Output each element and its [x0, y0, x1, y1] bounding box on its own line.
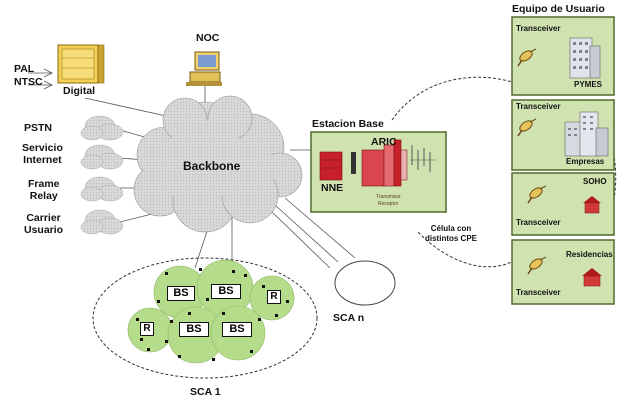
transceiver-label-empresas: Transceiver — [516, 102, 561, 111]
receptor-label: Receptor — [378, 201, 399, 207]
cpe-dots — [136, 268, 289, 361]
transceiver-label-soho: Transceiver — [516, 218, 561, 227]
transceiver-label-residencias: Transceiver — [516, 288, 561, 297]
internet-label: Servicio Internet — [22, 142, 63, 166]
sca1-cells — [127, 259, 295, 364]
pal-label: PAL — [14, 63, 35, 75]
ntsc-label: NTSC — [14, 76, 43, 88]
base-station-panel — [310, 131, 447, 213]
coverage-arc — [391, 76, 617, 268]
transmisor-label: Transmisor — [376, 194, 401, 200]
soho-panel — [511, 172, 615, 236]
repeater-node: R — [140, 322, 154, 336]
residencias-house-icon — [582, 268, 602, 287]
scan-boundary — [334, 260, 396, 306]
noc-computer-icon — [186, 51, 222, 86]
network-clouds — [80, 115, 124, 235]
repeater-node: R — [267, 290, 281, 304]
cell-cpe-label: Célula con distintos CPE — [425, 224, 478, 243]
noc-label: NOC — [196, 32, 220, 44]
connection-lines — [28, 68, 356, 269]
sca1-label: SCA 1 — [190, 386, 221, 398]
backbone-label: Backbone — [183, 159, 241, 173]
carrier-label: Carrier Usuario — [24, 212, 64, 236]
aric-label: ARIC — [371, 136, 397, 148]
pymes-label: PYMES — [574, 80, 603, 89]
frame-relay-label: Frame Relay — [28, 178, 60, 202]
base-station-node: BS — [167, 286, 195, 301]
internet-cloud — [80, 144, 124, 170]
user-equipment-title: Equipo de Usuario — [512, 3, 605, 15]
base-station-node: BS — [211, 284, 241, 299]
base-station-title: Estacion Base — [312, 118, 384, 130]
pstn-cloud — [80, 115, 124, 141]
base-station-node: BS — [222, 322, 252, 337]
scan-label: SCA n — [333, 312, 365, 324]
soho-label: SOHO — [583, 177, 607, 186]
sca1-boundary — [92, 257, 318, 379]
nne-label: NNE — [321, 182, 344, 194]
empresas-building-icon — [564, 111, 609, 157]
carrier-cloud — [80, 209, 124, 235]
pstn-label: PSTN — [24, 122, 53, 134]
digital-label: Digital — [63, 85, 96, 97]
pymes-building-icon — [569, 37, 601, 79]
digital-headend-icon — [57, 44, 105, 84]
transceiver-label-pymes: Transceiver — [516, 24, 561, 33]
soho-house-icon — [583, 196, 601, 214]
frame-relay-cloud — [80, 176, 124, 202]
antenna-icons — [517, 48, 547, 275]
base-station-node: BS — [179, 322, 209, 337]
residencias-label: Residencias — [566, 250, 613, 259]
empresas-label: Empresas — [566, 157, 605, 166]
